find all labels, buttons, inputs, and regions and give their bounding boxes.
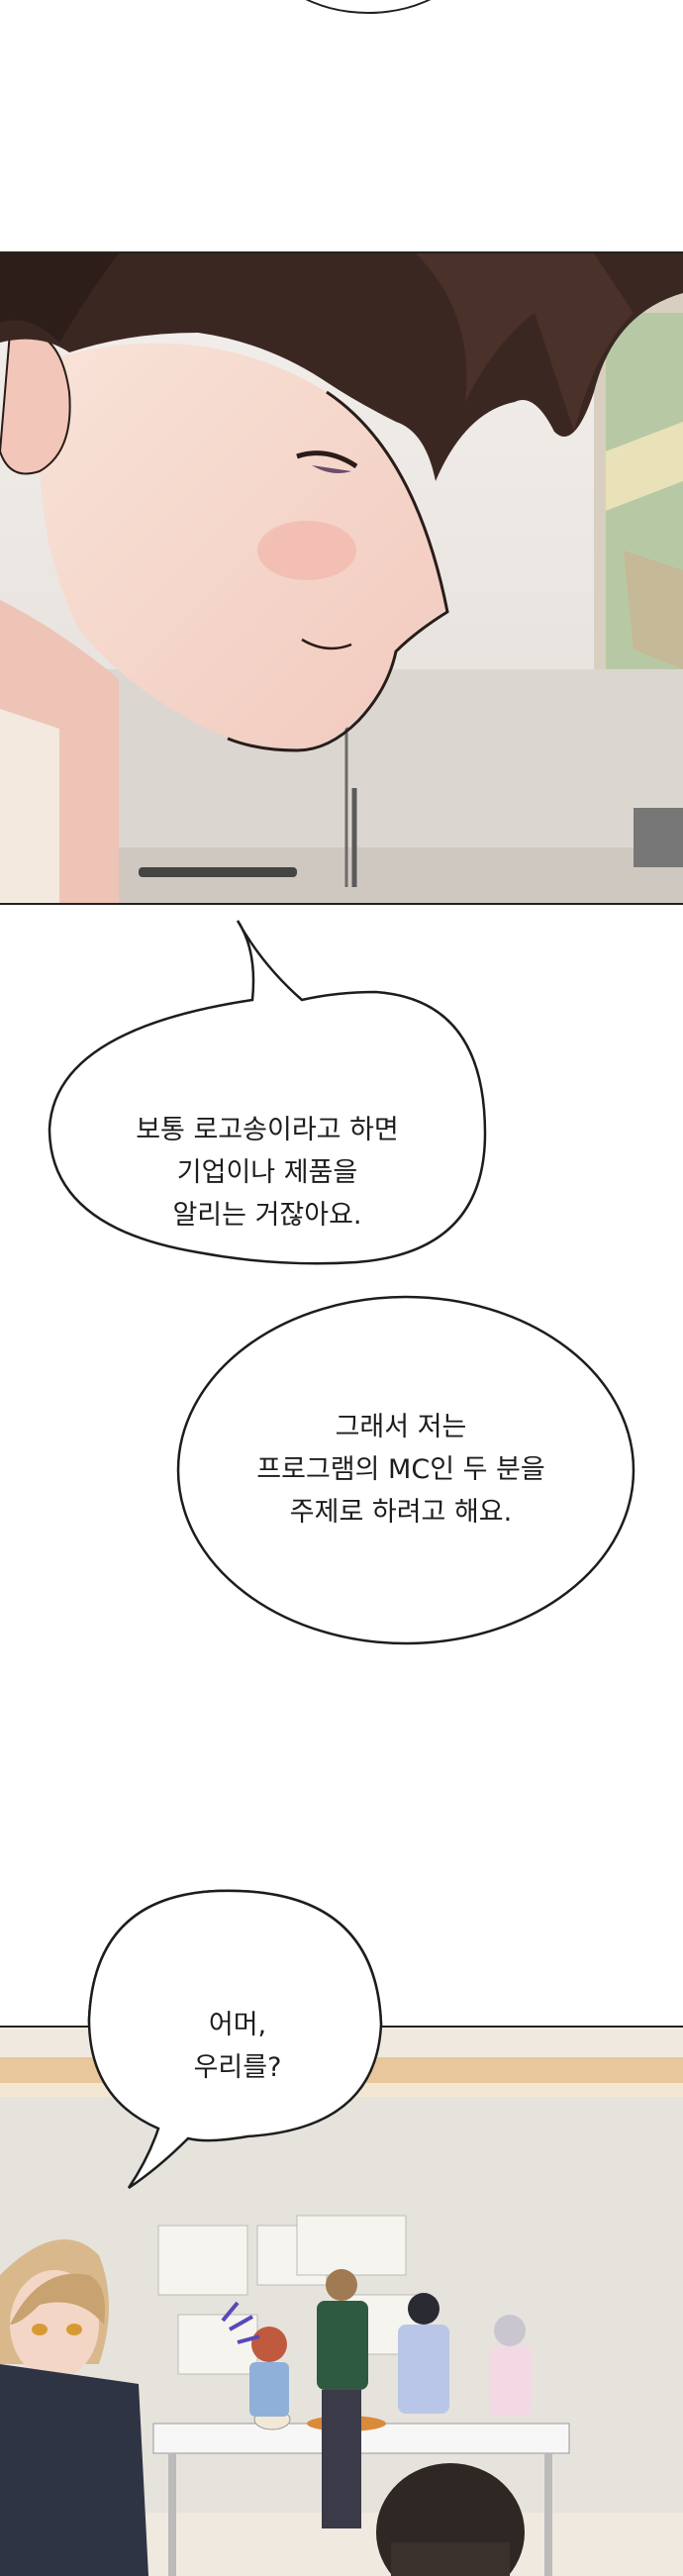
bubble-line: 알리는 거잖아요. xyxy=(172,1200,362,1231)
bubble-line: 프로그램의 MC인 두 분을 xyxy=(256,1454,545,1485)
partial-speech-bubble xyxy=(267,0,469,14)
closeup-illustration xyxy=(0,253,683,903)
speech-bubble-text-2: 그래서 저는 프로그램의 MC인 두 분을 주제로 하려고 해요. xyxy=(203,1406,599,1534)
bubble-line: 주제로 하려고 해요. xyxy=(289,1497,513,1528)
bubble-line: 보통 로고송이라고 하면 xyxy=(136,1115,399,1145)
bubble-line: 기업이나 제품을 xyxy=(176,1157,358,1188)
bubble-line: 어머, xyxy=(208,2010,267,2040)
speech-bubble-text-3: 어머, 우리를? xyxy=(148,2004,327,2089)
panel-closeup-man xyxy=(0,251,683,905)
bubble-line: 우리를? xyxy=(193,2052,282,2083)
group-scene-illustration xyxy=(0,2028,683,2576)
panel-group-scene xyxy=(0,2026,683,2576)
bubble-line: 그래서 저는 xyxy=(335,1412,467,1442)
speech-bubble-text-1: 보통 로고송이라고 하면 기업이나 제품을 알리는 거잖아요. xyxy=(79,1109,455,1237)
